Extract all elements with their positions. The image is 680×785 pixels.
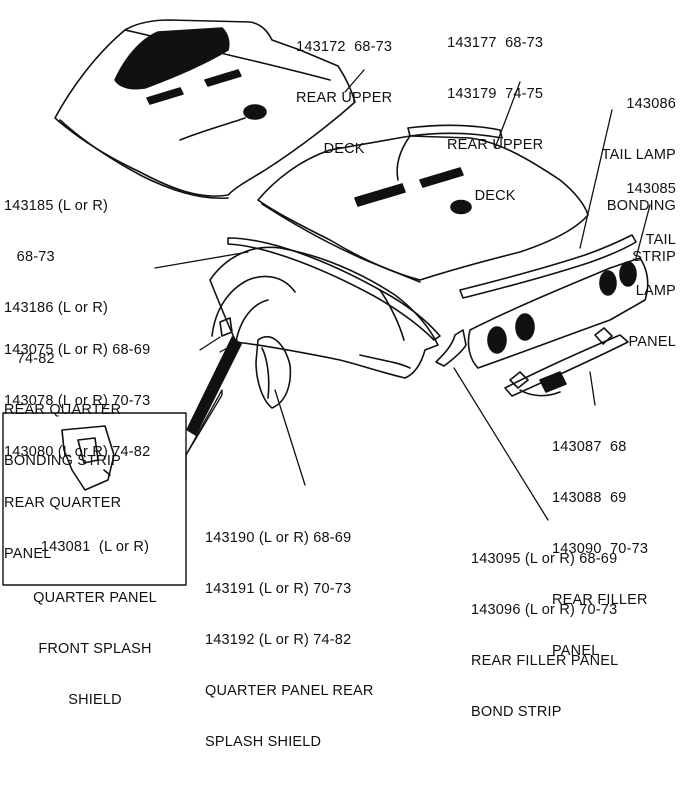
tail-lamp-panel-part — [467, 257, 649, 369]
callout-line: BOND STRIP — [471, 704, 562, 720]
callout-line: 143088 69 — [552, 490, 627, 506]
callout-tail-lamp-bonding-strip: 143086 TAIL LAMP BONDING STRIP — [602, 62, 676, 300]
rear-body-exploded-illustration — [2, 19, 651, 586]
callout-line: REAR QUARTER — [4, 495, 122, 511]
rear-upper-deck-68-73-part — [54, 19, 356, 200]
callout-line: 143179 74-75 — [447, 86, 544, 102]
callout-line: QUARTER PANEL — [33, 590, 157, 606]
callout-line: 143075 (L or R) 68-69 — [4, 342, 151, 358]
callout-line: PANEL — [628, 334, 676, 350]
callout-line: 143090 70-73 — [552, 541, 649, 557]
callout-rear-filler-panel-bond-strip: 143095 (L or R) 68-69 143096 (L or R) 70… — [471, 517, 618, 755]
callout-line: 143080 (L or R) 74-82 — [4, 444, 151, 460]
rear-quarter-bonding-strip-part — [227, 237, 441, 341]
callout-line: 143191 (L or R) 70-73 — [205, 581, 352, 597]
callout-line: 143172 68-73 — [296, 39, 393, 55]
callout-line: 143078 (L or R) 70-73 — [4, 393, 151, 409]
rear-filler-panel-part — [504, 327, 629, 397]
callout-line: TAIL — [645, 232, 676, 248]
callout-quarter-panel-rear-splash-shield: 143190 (L or R) 68-69 143191 (L or R) 70… — [205, 496, 374, 785]
parts-diagram: 143172 68-73 REAR UPPER DECK 143177 68-7… — [2, 1, 676, 750]
tail-lamp-bonding-strip-part — [407, 124, 637, 299]
callout-line: 143185 (L or R) — [4, 198, 109, 214]
callout-quarter-panel-front-splash-shield: 143081 (L or R) QUARTER PANEL FRONT SPLA… — [10, 505, 180, 743]
callout-line: FRONT SPLASH — [38, 641, 152, 657]
callout-line: SPLASH SHIELD — [205, 734, 322, 750]
rear-upper-deck-74-75-part — [257, 135, 589, 283]
quarter-panel-front-splash-shield-inset-part — [61, 425, 115, 491]
quarter-panel-rear-splash-shield-part — [255, 336, 292, 409]
callout-rear-quarter-bonding-strip: 143185 (L or R) 68-73 143186 (L or R) 74… — [4, 164, 121, 504]
callout-line: 143177 68-73 — [447, 35, 544, 51]
callout-line: DECK — [474, 188, 516, 204]
callout-line: 143085 — [626, 181, 676, 197]
callout-line: 143096 (L or R) 70-73 — [471, 602, 618, 618]
callout-line: DECK — [323, 141, 365, 157]
callout-line: TAIL LAMP — [601, 147, 676, 163]
callout-line: STRIP — [632, 249, 676, 265]
callout-rear-upper-deck-68-73: 143172 68-73 REAR UPPER DECK — [296, 5, 392, 192]
callout-line: BONDING STRIP — [4, 453, 121, 469]
callout-tail-lamp-panel: 143085 TAIL LAMP PANEL — [626, 147, 676, 385]
callout-line: 143081 (L or R) — [40, 539, 150, 555]
callout-line: 74-82 — [4, 351, 55, 367]
callout-line: REAR FILLER PANEL — [471, 653, 619, 669]
callout-line: SHIELD — [68, 692, 122, 708]
callout-line: LAMP — [635, 283, 676, 299]
callout-line: 143190 (L or R) 68-69 — [205, 530, 352, 546]
callout-line: 143095 (L or R) 68-69 — [471, 551, 618, 567]
callout-line: PANEL — [4, 546, 52, 562]
callout-line: QUARTER PANEL REAR — [205, 683, 374, 699]
callout-line: BONDING — [606, 198, 676, 214]
callout-rear-upper-deck-68-75: 143177 68-73 143179 74-75 REAR UPPER DEC… — [447, 1, 543, 239]
callout-line: 68-73 — [4, 249, 55, 265]
callout-line: REAR UPPER — [296, 90, 393, 106]
callout-line: 143192 (L or R) 74-82 — [205, 632, 352, 648]
callout-line: 143086 — [626, 96, 676, 112]
callout-line: REAR UPPER — [447, 137, 544, 153]
rear-filler-panel-bond-strip-part — [435, 329, 467, 367]
callout-line: 143087 68 — [552, 439, 627, 455]
callout-line: 143186 (L or R) — [4, 300, 109, 316]
rear-quarter-panel-part — [209, 246, 439, 379]
callout-rear-quarter-panel: 143075 (L or R) 68-69 143078 (L or R) 70… — [4, 308, 150, 597]
callout-line: REAR QUARTER — [4, 402, 122, 418]
